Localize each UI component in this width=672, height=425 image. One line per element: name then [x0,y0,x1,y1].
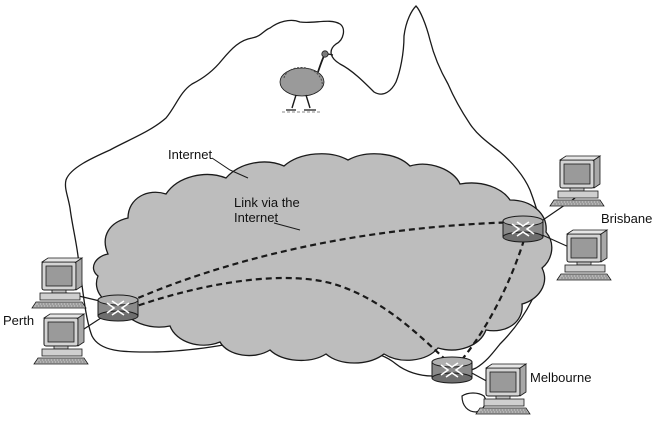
internet-leader-line [211,157,249,179]
internet-label: Internet [168,147,213,162]
perth-computer-icon-2 [33,313,89,365]
emu-icon [279,50,334,113]
melbourne-label: Melbourne [530,370,592,385]
brisbane-site [502,155,612,281]
perth-site [31,257,139,365]
brisbane-computer-icon-2 [556,229,612,281]
link-label-line-2: Internet [234,210,279,225]
link-perth-melbourne [119,276,449,363]
perth-label: Perth [3,313,35,328]
perth-computer-icon-1 [31,257,87,309]
melbourne-site [431,356,531,415]
brisbane-label: Brisbane [601,211,653,226]
melbourne-router-icon [431,356,473,384]
brisbane-router-icon [502,215,544,243]
internet-cloud [92,153,553,364]
link-label-line-1: Link via the [234,195,300,210]
perth-router-icon [97,294,139,322]
link-brisbane-melbourne [459,239,526,363]
link-leader-line [273,222,301,231]
brisbane-computer-icon-1 [549,155,605,207]
link-label: Link via the Internet [234,195,300,225]
